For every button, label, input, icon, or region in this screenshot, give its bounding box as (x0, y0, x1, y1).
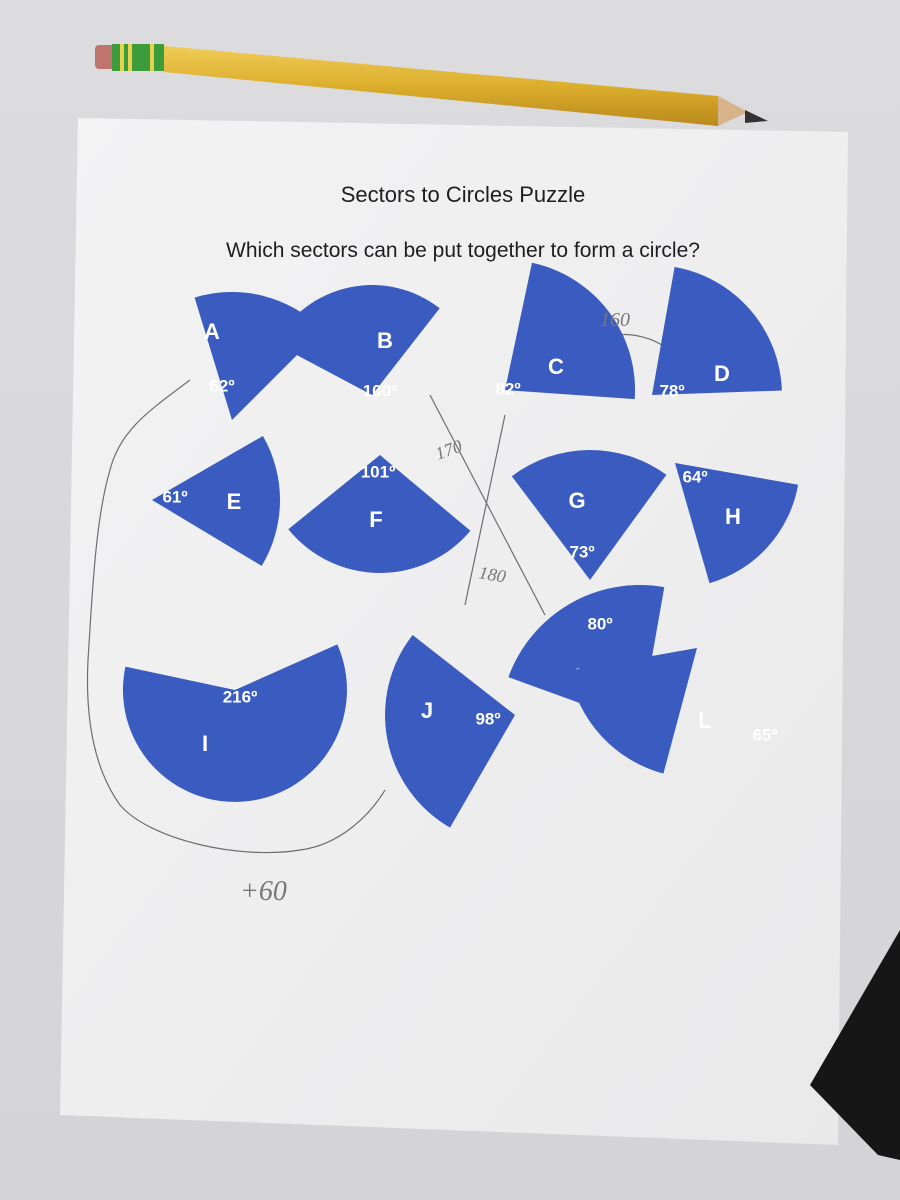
note-top-right: 160 (600, 309, 630, 331)
note-bottom-left: +60 (240, 876, 287, 907)
pencil-lead (745, 110, 768, 123)
sector-d (652, 267, 782, 395)
pencil-markings (86, 334, 663, 854)
sector-h-letter: H (725, 504, 741, 529)
sector-g (511, 450, 667, 580)
note-center: 180 (477, 562, 507, 586)
pencil (95, 44, 768, 126)
worksheet-title: Sectors to Circles Puzzle (340, 182, 586, 207)
sector-l-angle: 65º (752, 725, 777, 744)
sector-a-angle: 62º (209, 376, 234, 395)
sector-d-angle: 78º (659, 381, 684, 400)
sector-c-angle: 82º (495, 379, 520, 398)
sector-e-letter: E (227, 489, 242, 514)
paper-sheet (60, 118, 848, 1145)
sector-i (122, 644, 347, 802)
sector-g-letter: G (568, 488, 585, 513)
sector-j-letter: J (421, 698, 433, 723)
sector-l-letter: L (698, 708, 711, 733)
sector-h-angle: 64º (682, 467, 707, 486)
sector-k-angle: 80º (587, 614, 612, 633)
sector-e (152, 436, 281, 566)
sector-j-angle: 98º (475, 709, 500, 728)
sector-c (505, 262, 636, 400)
sector-e-angle: 61º (162, 487, 187, 506)
handwritten-notes: 160 170 180 +60 (240, 309, 630, 907)
sector-d-letter: D (714, 361, 730, 386)
sector-l (569, 648, 697, 774)
sector-c-letter: C (548, 354, 564, 379)
black-case-corner (810, 930, 900, 1160)
worksheet-question: Which sectors can be put together to for… (226, 239, 700, 262)
sector-g-angle: 73º (569, 542, 594, 561)
sector-b-angle: 100º (363, 381, 398, 400)
sector-h (675, 463, 799, 584)
sector-j (385, 635, 515, 828)
pencil-eraser (95, 45, 117, 69)
pencil-tip-wood (718, 96, 748, 126)
sector-i-angle: 216º (223, 687, 258, 706)
sector-i-letter: I (202, 731, 208, 756)
pencil-body (164, 46, 718, 126)
sector-b-letter: B (377, 328, 393, 353)
sector-f (288, 455, 471, 573)
sector-a-letter: A (204, 319, 220, 344)
pencil-ferrule (112, 44, 164, 71)
sector-f-angle: 101º (361, 462, 396, 481)
sector-b (274, 285, 440, 395)
sector-f-letter: F (369, 507, 382, 532)
